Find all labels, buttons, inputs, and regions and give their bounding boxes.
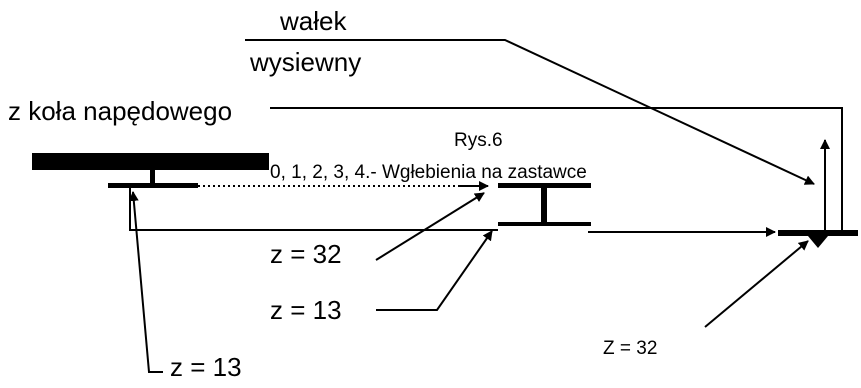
leader-z32-left <box>375 192 485 261</box>
label-Z32-right: Z = 32 <box>603 338 657 359</box>
label-figure: Rys.6 <box>454 130 503 151</box>
label-shaft-line1: wałek <box>279 6 347 36</box>
gear-Z32-triangle <box>808 236 828 248</box>
frame-outline <box>129 188 498 231</box>
leader-z13-bottom <box>128 191 163 373</box>
label-drive-wheel: z koła napędowego <box>8 96 232 126</box>
gear-z32-middle <box>498 183 591 188</box>
drive-stub <box>150 170 155 184</box>
leader-Z32-right <box>704 240 809 328</box>
label-shaft-line2: wysiewny <box>249 47 361 77</box>
gear-z13-left <box>108 183 198 188</box>
label-z13-bottom: z = 13 <box>170 352 242 382</box>
middle-shaft <box>541 188 547 225</box>
leader-z13-middle <box>376 230 493 311</box>
gear-z13-middle <box>498 222 591 226</box>
frame-top <box>270 107 843 230</box>
gear-Z32-right <box>778 230 858 236</box>
label-z32-left: z = 32 <box>270 239 342 269</box>
label-z13-middle: z = 13 <box>270 295 342 325</box>
shaft-leader <box>245 39 815 185</box>
drive-wheel-bar <box>32 153 269 170</box>
label-notches: 0, 1, 2, 3, 4.- Wgłebienia na zastawce <box>270 162 587 183</box>
